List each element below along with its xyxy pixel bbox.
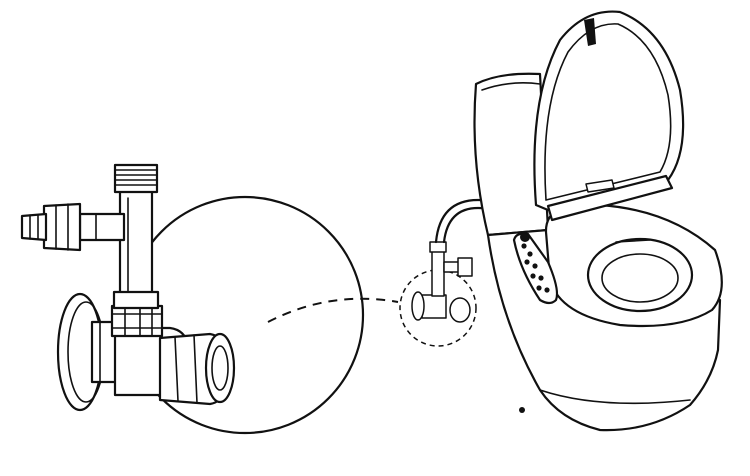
hose-quick-connector — [20, 202, 82, 252]
angle-valve — [110, 304, 236, 406]
callout-dashed-line — [267, 297, 399, 323]
t-adapter-fitting — [78, 163, 160, 310]
side-control-panel — [512, 232, 559, 305]
smart-toilet — [473, 10, 723, 432]
detail-callout-circle — [399, 241, 477, 347]
